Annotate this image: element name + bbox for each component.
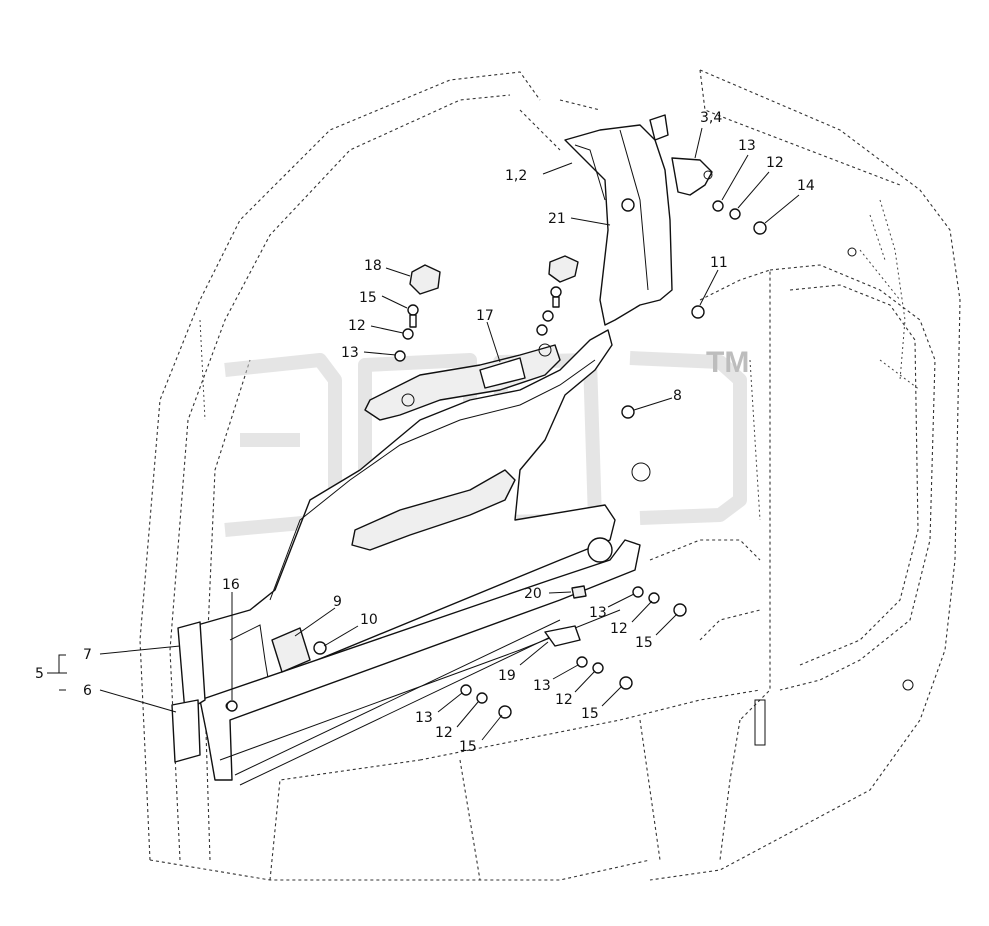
callout-6: 6 bbox=[83, 683, 92, 699]
callout-12-low: 12 bbox=[555, 692, 573, 708]
callout-7: 7 bbox=[83, 647, 92, 663]
callout-15-bot: 15 bbox=[459, 739, 477, 755]
clip-20 bbox=[571, 585, 587, 599]
callout-13-left: 13 bbox=[341, 345, 359, 361]
trademark-mark: TM bbox=[706, 346, 749, 379]
bracket-19 bbox=[544, 625, 581, 647]
lower-rail bbox=[234, 619, 566, 786]
cap-18 bbox=[409, 264, 441, 295]
cover-plate bbox=[271, 627, 311, 673]
callout-3-4: 3,4 bbox=[700, 110, 722, 126]
parts bbox=[171, 114, 767, 786]
cab-outline bbox=[139, 69, 961, 881]
sill-plate bbox=[199, 539, 641, 781]
callout-12-top: 12 bbox=[766, 155, 784, 171]
fasteners bbox=[226, 198, 767, 719]
callout-8: 8 bbox=[673, 388, 682, 404]
callout-18: 18 bbox=[364, 258, 382, 274]
cap-right bbox=[548, 255, 579, 283]
callout-13-low: 13 bbox=[533, 678, 551, 694]
callout-12-bot: 12 bbox=[435, 725, 453, 741]
pillar-trim bbox=[564, 124, 673, 326]
callout-1-2: 1,2 bbox=[505, 168, 527, 184]
callout-13-bot: 13 bbox=[415, 710, 433, 726]
callout-5: 5 bbox=[35, 666, 44, 682]
callout-12-mid: 12 bbox=[610, 621, 628, 637]
callout-14: 14 bbox=[797, 178, 815, 194]
callout-13-mid: 13 bbox=[589, 605, 607, 621]
grip-handle bbox=[351, 469, 516, 551]
bracket-3-4 bbox=[671, 157, 713, 196]
callout-17: 17 bbox=[476, 308, 494, 324]
callout-15-left: 15 bbox=[359, 290, 377, 306]
side-bracket bbox=[177, 621, 206, 713]
leader-lines bbox=[47, 127, 800, 741]
callout-10: 10 bbox=[360, 612, 378, 628]
callout-20: 20 bbox=[524, 586, 542, 602]
callout-12-left: 12 bbox=[348, 318, 366, 334]
callout-21: 21 bbox=[548, 211, 566, 227]
callout-16: 16 bbox=[222, 577, 240, 593]
callout-15-mid: 15 bbox=[635, 635, 653, 651]
callout-11: 11 bbox=[710, 255, 728, 271]
callout-9: 9 bbox=[333, 594, 342, 610]
callout-19: 19 bbox=[498, 668, 516, 684]
callout-labels: 1,2 3,4 13 12 14 21 11 18 15 12 13 17 8 … bbox=[35, 110, 815, 755]
callout-13-top: 13 bbox=[738, 138, 756, 154]
callout-15-low: 15 bbox=[581, 706, 599, 722]
